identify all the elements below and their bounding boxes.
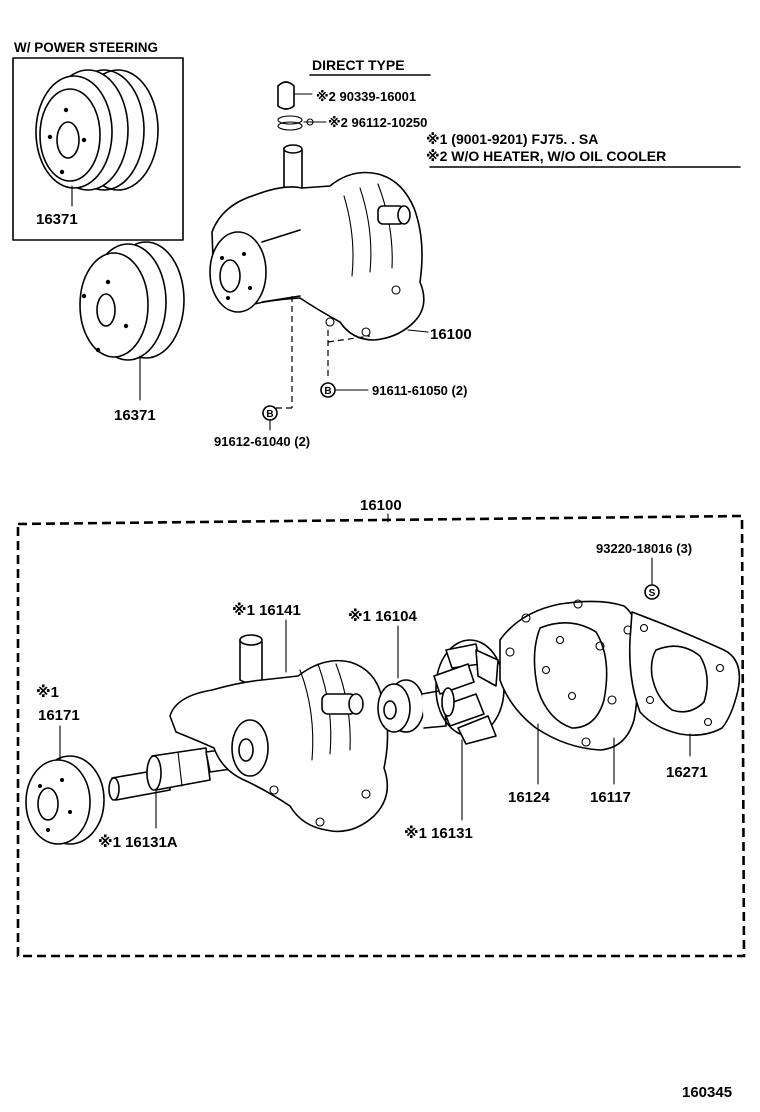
assembly-header: 16100	[360, 497, 402, 514]
bolt-b-upper-label: 91611-61050 (2)	[372, 383, 467, 398]
flange-part-label: 16171	[38, 707, 80, 724]
clamp-part-label: ※2 96112-10250	[328, 115, 427, 130]
gasket-outer-part-label: 16271	[666, 764, 708, 781]
pump-assy-part-label: 16100	[430, 326, 472, 343]
shaft-drawing	[108, 747, 239, 829]
pulley-ps-part-label: 16371	[36, 211, 78, 228]
pulley-drawing	[79, 241, 185, 401]
cap-part-label: ※2 90339-16001	[316, 89, 416, 104]
power-steering-box	[12, 57, 184, 241]
direct-type-header: DIRECT TYPE	[312, 57, 405, 73]
seal-drawing	[377, 679, 447, 733]
callout-s: S	[644, 584, 660, 600]
rotor-drawing	[433, 639, 505, 821]
pulley-part-label: 16371	[114, 407, 156, 424]
svg-text:B: B	[266, 409, 273, 420]
power-steering-header: W/ POWER STEERING	[14, 40, 158, 55]
gasket-inner-part-label: 16124	[508, 789, 550, 806]
body-part-label: ※1 16141	[232, 601, 301, 619]
rotor-part-label: ※1 16131	[404, 824, 473, 842]
flange-drawing	[25, 755, 105, 845]
note-1: ※1 (9001-9201) FJ75. . SA	[426, 131, 598, 147]
plate-part-label: 16117	[590, 789, 631, 806]
pump-assy-drawing	[209, 144, 429, 408]
flange-marker-label: ※1	[36, 683, 59, 701]
cap-drawing	[277, 81, 313, 110]
shaft-part-label: ※1 16131A	[98, 833, 178, 851]
gasket-outer-drawing	[628, 611, 741, 757]
bolt-b-lower-label: 91612-61040 (2)	[214, 434, 310, 449]
gasket-inner-drawing	[499, 599, 639, 785]
clamp-drawing	[277, 115, 327, 131]
svg-text:B: B	[324, 386, 331, 397]
pump-body-drawing	[169, 619, 389, 833]
callout-b-lower: B	[262, 405, 292, 431]
svg-text:S: S	[649, 588, 656, 599]
callout-b-upper: B	[320, 382, 369, 398]
note-2: ※2 W/O HEATER, W/O OIL COOLER	[426, 148, 666, 164]
stud-s-part-label: 93220-18016 (3)	[596, 541, 692, 556]
double-pulley-ps-drawing	[35, 69, 159, 207]
seal-part-label: ※1 16104	[348, 607, 417, 625]
diagram-number: 160345	[682, 1084, 732, 1101]
